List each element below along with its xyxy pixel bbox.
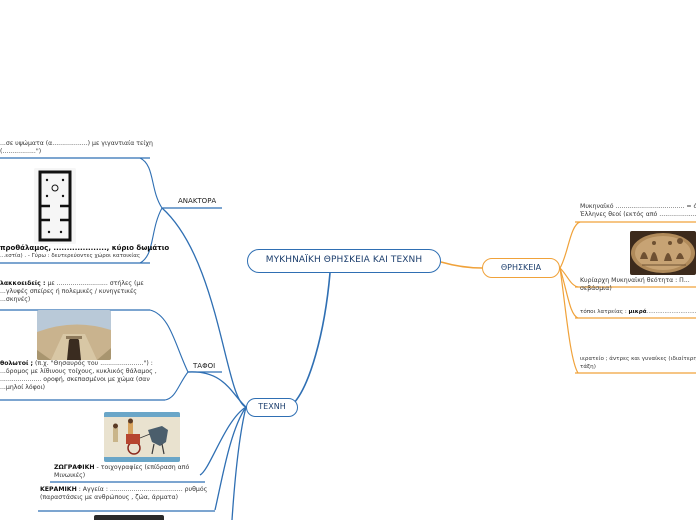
leaf-thr-ierateio[interactable]: ιερατείο ; άντρες και γυναίκες (ιδιαίτερ… xyxy=(580,355,696,371)
chariot-fresco-icon xyxy=(104,412,180,462)
branch-techni[interactable]: ΤΕΧΝΗ xyxy=(246,398,298,417)
leaf-anaktora-walls-line1: ...σε υψώματα (α..................) με γ… xyxy=(0,140,153,147)
leaf-thr-theotita[interactable]: Κυρίαρχη Μυκηναϊκή θεότητα : Π... σεβάσμ… xyxy=(580,277,696,293)
central-topic-label: ΜΥΚΗΝΑΪΚΗ ΘΡΗΣΚΕΙΑ ΚΑΙ ΤΕΧΝΗ xyxy=(265,255,423,265)
ring-seal-image xyxy=(630,231,696,275)
leaf-tafoi-lakkoeideis-line3: ...σκηνές) xyxy=(0,296,31,303)
leaf-anaktora-megaro-sub: ...εστία) . - Γύρω : δευτερεύοντες χώροι… xyxy=(0,253,141,259)
topic-tafoi-label: ΤΑΦΟΙ xyxy=(193,362,216,370)
branch-thriskeia[interactable]: ΘΡΗΣΚΕΙΑ xyxy=(482,258,560,278)
leaf-anaktora-megaro[interactable]: προθάλαμος, ...................., κύριο … xyxy=(0,244,170,260)
leaf-anaktora-megaro-title: προθάλαμος, ...................., κύριο … xyxy=(0,244,170,252)
leaf-thr-topoi[interactable]: τόποι λατρείας : μικρά..................… xyxy=(580,308,696,316)
leaf-tafoi-lakkoeideis-line1: λακκοειδείς : με .......................… xyxy=(0,280,144,287)
leaf-tafoi-tholotoi-line3: ..................... οροφή, σκεπασμένοι… xyxy=(0,376,150,383)
leaf-tafoi-tholotoi-line4: ...μηλοί λόφοι) xyxy=(0,384,46,391)
topic-anaktora-label: ΑΝΑΚΤΟΡΑ xyxy=(178,197,217,205)
topic-tafoi[interactable]: ΤΑΦΟΙ xyxy=(193,362,215,370)
branch-thriskeia-label: ΘΡΗΣΚΕΙΑ xyxy=(500,263,542,272)
leaf-zografiki-line2: Μινωικές) xyxy=(54,472,86,479)
topic-anaktora[interactable]: ΑΝΑΚΤΟΡΑ xyxy=(178,197,216,205)
leaf-tafoi-lakkoeideis-line2: ...γλυφές σπείρες ή πολεμικές / κυνηγετι… xyxy=(0,288,137,295)
leaf-anaktora-walls-line2: (.................") xyxy=(0,148,42,155)
leaf-tafoi-tholotoi[interactable]: θολωτοί ; (π.χ. "Θησαυρός του ..........… xyxy=(0,360,175,392)
leaf-thr-ierateio-line2: τάξη) xyxy=(580,364,596,370)
leaf-tafoi-tholotoi-line1: θολωτοί ; (π.χ. "Θησαυρός του ..........… xyxy=(0,360,153,367)
leaf-zografiki-line1: ΖΩΓΡΑΦΙΚΗ - τοιχογραφίες (επίδραση από xyxy=(54,464,190,471)
leaf-thr-theotita-line1: Κυρίαρχη Μυκηναϊκή θεότητα : Π... xyxy=(580,277,690,284)
gold-ring-seal-icon xyxy=(630,231,696,275)
leaf-thr-theoi[interactable]: Μυκηναϊκό ..............................… xyxy=(580,203,696,219)
leaf-keramiki[interactable]: ΚΕΡΑΜΙΚΗ : Αγγεία : ....................… xyxy=(40,486,220,502)
leaf-thr-theotita-line2: σεβάσμια) xyxy=(580,285,612,292)
tholos-tomb-image xyxy=(37,310,111,360)
leaf-tafoi-lakkoeideis[interactable]: λακκοειδείς : με .......................… xyxy=(0,280,160,304)
leaf-tafoi-tholotoi-line2: ...δρομος με λίθινους τοίχους, κυκλικός … xyxy=(0,368,157,375)
megaron-plan-image xyxy=(34,168,76,244)
leaf-zografiki[interactable]: ΖΩΓΡΑΦΙΚΗ - τοιχογραφίες (επίδραση από Μ… xyxy=(54,464,214,480)
leaf-thr-topoi-line1: τόποι λατρείας : μικρά..................… xyxy=(580,309,696,315)
central-topic[interactable]: ΜΥΚΗΝΑΪΚΗ ΘΡΗΣΚΕΙΑ ΚΑΙ ΤΕΧΝΗ xyxy=(247,249,441,273)
leaf-thr-theoi-line2: Έλληνες θεοί (εκτός από ................… xyxy=(580,211,696,218)
leaf-keramiki-line2: (παραστάσεις με ανθρώπους , ζώα, άρματα) xyxy=(40,494,179,501)
megaron-floor-plan-icon xyxy=(34,168,76,244)
leaf-thr-ierateio-line1: ιερατείο ; άντρες και γυναίκες (ιδιαίτερ… xyxy=(580,356,696,362)
chariot-fresco-image xyxy=(104,412,180,462)
pottery-image xyxy=(94,515,164,520)
leaf-thr-theoi-line1: Μυκηναϊκό ..............................… xyxy=(580,203,696,210)
branch-techni-label: ΤΕΧΝΗ xyxy=(258,402,286,411)
tholos-tomb-photo-icon xyxy=(37,310,111,360)
leaf-keramiki-line1: ΚΕΡΑΜΙΚΗ : Αγγεία : ....................… xyxy=(40,486,208,493)
leaf-anaktora-walls[interactable]: ...σε υψώματα (α..................) με γ… xyxy=(0,140,160,156)
